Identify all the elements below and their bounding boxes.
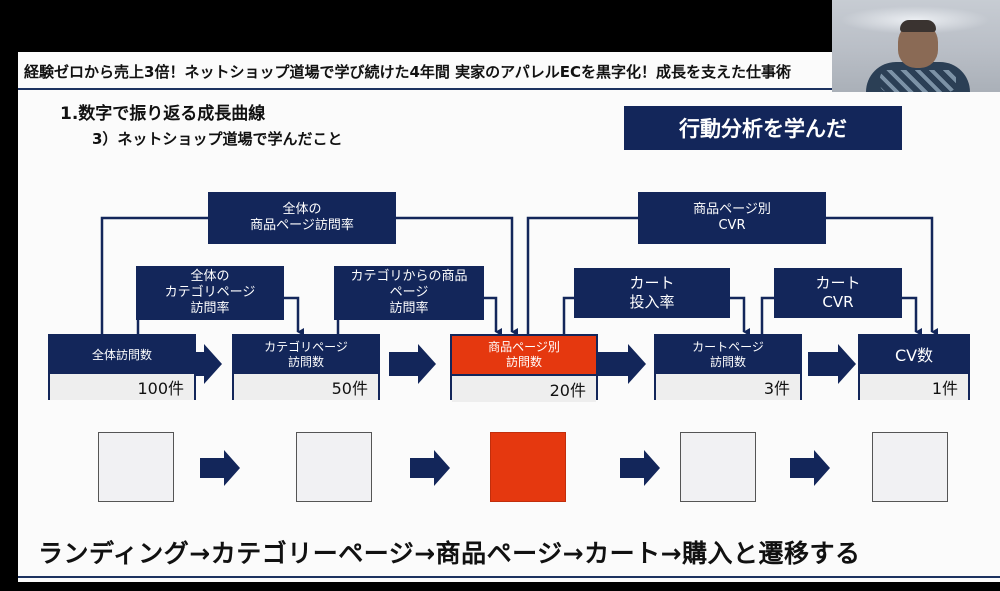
rate-overall-product-visit: 全体の 商品ページ訪問率 bbox=[208, 192, 396, 244]
section-heading: 1.数字で振り返る成長曲線 bbox=[60, 104, 266, 124]
page-square-product bbox=[490, 432, 566, 502]
page-square-cart bbox=[680, 432, 756, 502]
rate-product-cvr: 商品ページ別 CVR bbox=[638, 192, 826, 244]
connector-cart-add-right bbox=[730, 296, 750, 336]
rate-cart-cvr: カート CVR bbox=[774, 268, 902, 318]
page-square-category bbox=[296, 432, 372, 502]
stage-label: CV数 bbox=[860, 336, 968, 374]
flow-arrow-lower-1 bbox=[200, 450, 240, 486]
connector-cat-product-right bbox=[484, 296, 502, 336]
stage-cart-visits: カートページ 訪問数 3件 bbox=[654, 334, 802, 400]
subsection-heading: 3）ネットショップ道場で学んだこと bbox=[92, 130, 343, 148]
stage-count: 1件 bbox=[860, 374, 968, 400]
shirt-pattern bbox=[880, 70, 956, 92]
flow-summary-text: ランディング→カテゴリーページ→商品ページ→カート→購入と遷移する bbox=[38, 539, 861, 568]
stage-count: 100件 bbox=[50, 374, 194, 400]
connector-cart-cvr-right bbox=[902, 296, 922, 336]
flow-arrow-lower-4 bbox=[790, 450, 830, 486]
stage-label: カートページ 訪問数 bbox=[656, 336, 800, 374]
rate-category-to-product: カテゴリからの商品 ページ 訪問率 bbox=[334, 266, 484, 320]
flow-arrow-lower-3 bbox=[620, 450, 660, 486]
flow-arrow-4 bbox=[808, 344, 856, 384]
flow-arrow-3 bbox=[598, 344, 646, 384]
connector-cart-add-left bbox=[562, 296, 574, 334]
flow-arrow-lower-2 bbox=[410, 450, 450, 486]
stage-overall-visits: 全体訪問数 100件 bbox=[48, 334, 196, 400]
rate-cart-add: カート 投入率 bbox=[574, 268, 730, 318]
stage-product-visits: 商品ページ別 訪問数 20件 bbox=[450, 334, 598, 402]
stage-count: 3件 bbox=[656, 374, 800, 400]
stage-conversions: CV数 1件 bbox=[858, 334, 970, 400]
presenter-hair bbox=[900, 20, 936, 32]
slide-footer-rule bbox=[18, 576, 1000, 578]
page-square-purchase bbox=[872, 432, 948, 502]
stage-count: 50件 bbox=[234, 374, 378, 400]
presentation-slide: 経験ゼロから売上3倍！ネットショップ道場で学び続けた4年間 実家のアパレルECを… bbox=[18, 52, 1000, 582]
stage-label: 全体訪問数 bbox=[50, 336, 194, 374]
topic-banner: 行動分析を学んだ bbox=[624, 106, 902, 150]
stage-label: カテゴリページ 訪問数 bbox=[234, 336, 378, 374]
stage-count: 20件 bbox=[452, 376, 596, 402]
stage-label: 商品ページ別 訪問数 bbox=[452, 336, 596, 376]
flow-arrow-2 bbox=[389, 344, 436, 384]
stage-category-visits: カテゴリページ 訪問数 50件 bbox=[232, 334, 380, 400]
page-square-landing bbox=[98, 432, 174, 502]
rate-overall-category-visit: 全体の カテゴリページ 訪問率 bbox=[136, 266, 284, 320]
connector-category-right bbox=[284, 296, 304, 336]
presenter-webcam bbox=[832, 0, 1000, 92]
connector-cart-cvr-left bbox=[760, 296, 774, 334]
slide-title: 経験ゼロから売上3倍！ネットショップ道場で学び続けた4年間 実家のアパレルECを… bbox=[18, 60, 854, 90]
